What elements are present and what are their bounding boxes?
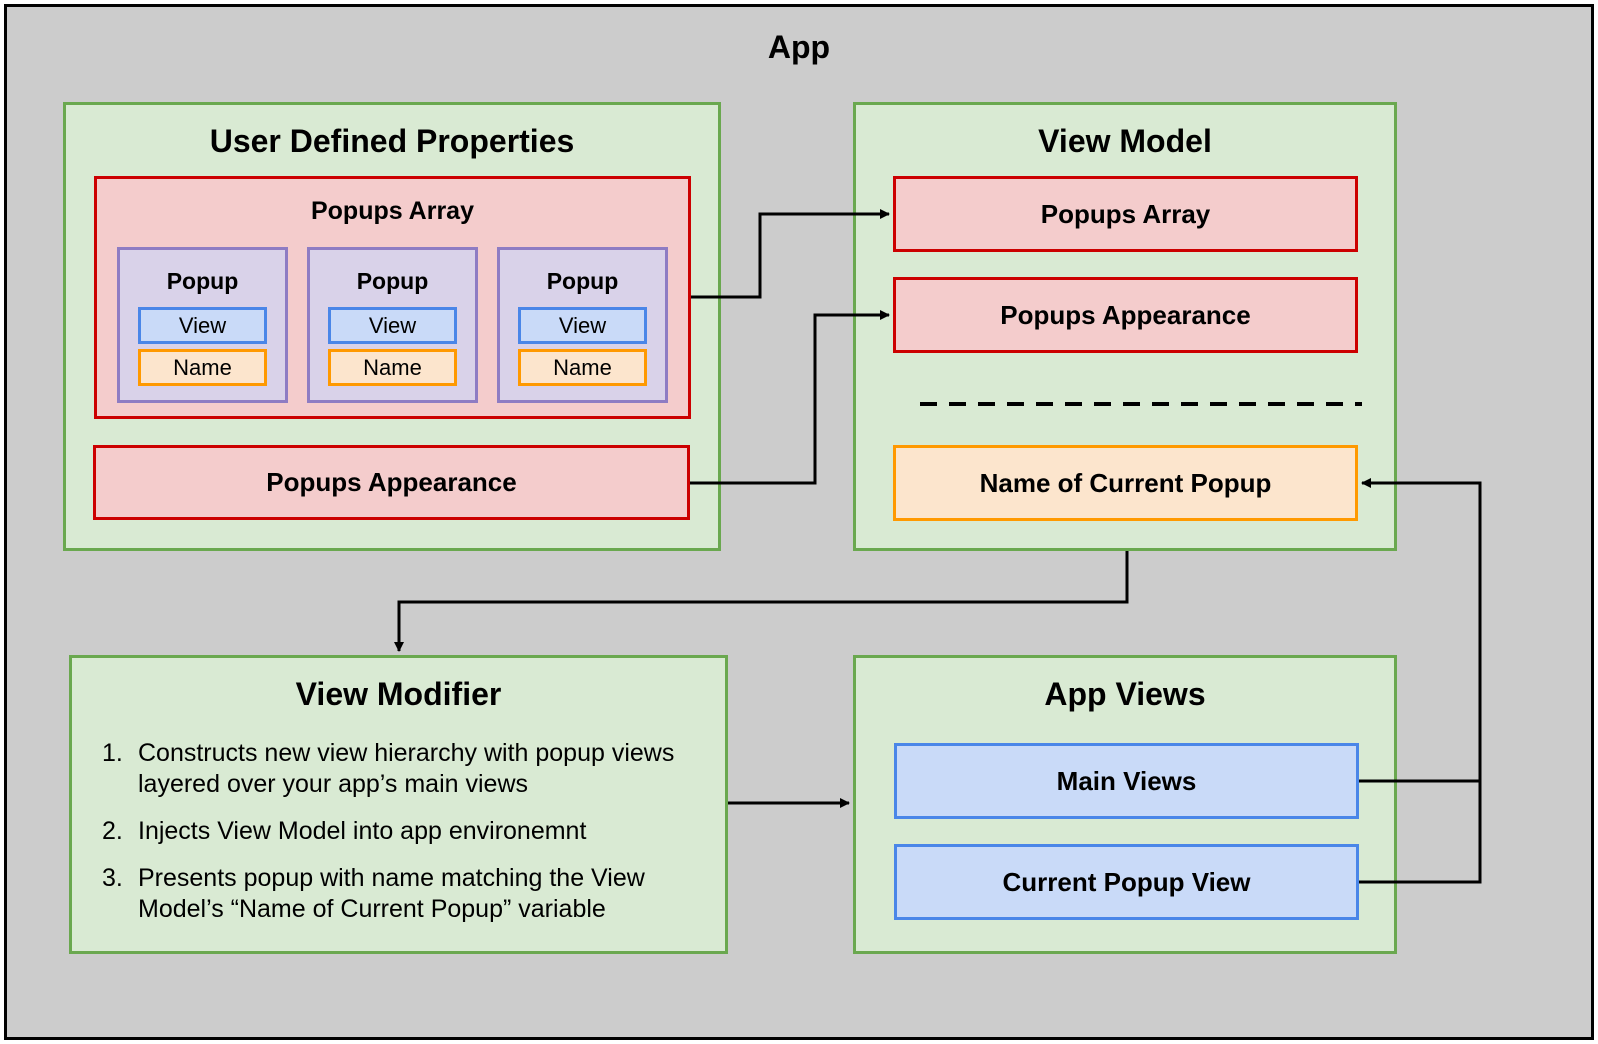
app-views-title: App Views	[1044, 676, 1206, 712]
view-modifier-panel: View Modifier 1. Constructs new view hier…	[69, 655, 728, 954]
step-item: 1. Constructs new view hierarchy with pop…	[102, 738, 705, 800]
vm-popups-appearance: Popups Appearance	[893, 277, 1358, 353]
popup-name-1: Name	[138, 349, 267, 386]
step-text: Presents popup with name matching the Vi…	[138, 864, 645, 923]
popup-name-3: Name	[518, 349, 647, 386]
step-item: 3. Presents popup with name matching the …	[102, 863, 705, 925]
udp-popups-appearance: Popups Appearance	[93, 445, 690, 520]
popup-view-2: View	[328, 307, 457, 344]
main-views-box: Main Views	[894, 743, 1359, 819]
step-number: 1.	[102, 739, 123, 767]
step-text: Injects View Model into app environemnt	[138, 817, 587, 845]
app-title: App	[767, 29, 831, 65]
view-modifier-title: View Modifier	[295, 676, 502, 712]
popup-title: Popup	[546, 268, 619, 294]
popup-title: Popup	[166, 268, 239, 294]
vm-current-popup-name: Name of Current Popup	[893, 445, 1358, 521]
popup-view-3: View	[518, 307, 647, 344]
step-item: 2. Injects View Model into app environemn…	[102, 816, 705, 847]
view-modifier-steps: 1. Constructs new view hierarchy with pop…	[102, 738, 705, 941]
popup-title: Popup	[356, 268, 429, 294]
step-number: 3.	[102, 864, 123, 892]
popup-name-2: Name	[328, 349, 457, 386]
popup-view-1: View	[138, 307, 267, 344]
step-text: Constructs new view hierarchy with popup…	[138, 739, 675, 798]
udp-title: User Defined Properties	[209, 123, 575, 159]
current-popup-view-box: Current Popup View	[894, 844, 1359, 920]
udp-popups-array-title: Popups Array	[310, 197, 474, 225]
step-number: 2.	[102, 817, 123, 845]
view-model-title: View Model	[1038, 123, 1212, 159]
vm-popups-array: Popups Array	[893, 176, 1358, 252]
